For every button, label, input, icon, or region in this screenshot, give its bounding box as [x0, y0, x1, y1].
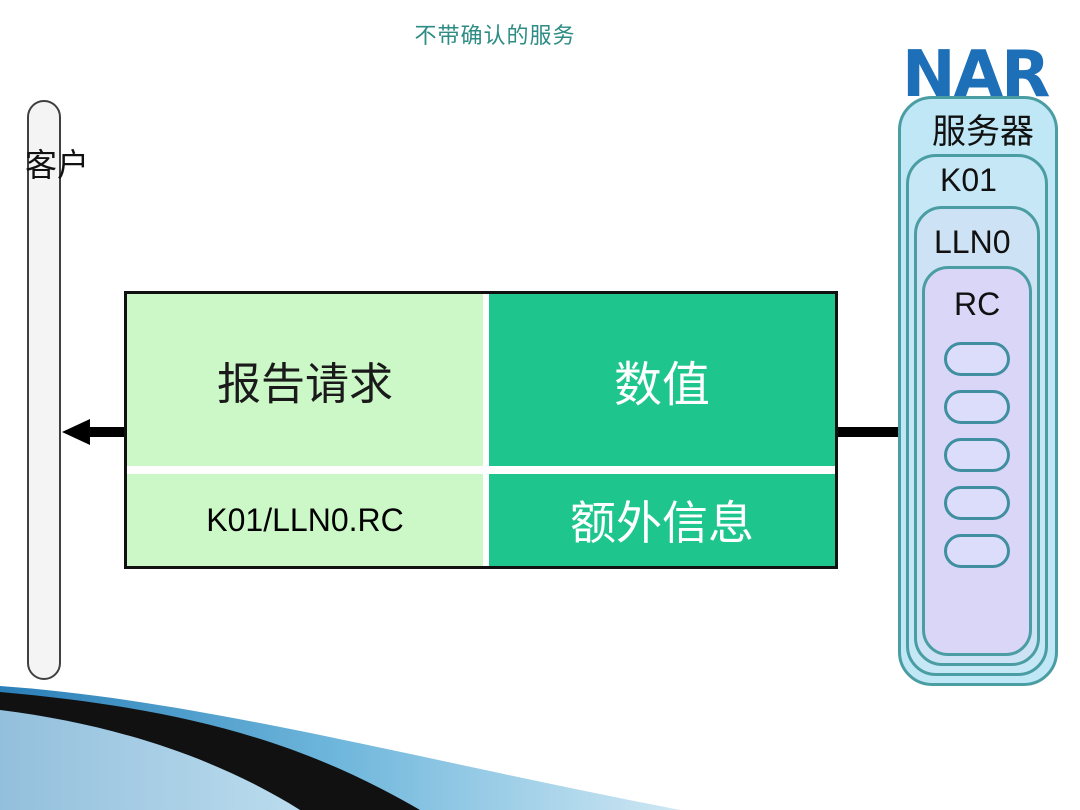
reference-cell: K01/LLN0.RC: [127, 474, 483, 566]
rc-data-slot: [944, 342, 1010, 376]
server-label: 服务器: [932, 112, 1034, 152]
rc-data-slot: [944, 390, 1010, 424]
decorative-swoosh: [0, 686, 680, 810]
extra-info-label: 额外信息: [570, 496, 754, 550]
report-request-label: 报告请求: [217, 359, 393, 410]
rc-data-slot: [944, 486, 1010, 520]
report-request-cell: 报告请求: [127, 294, 483, 466]
nari-logo: NARI: [902, 38, 1050, 104]
swoosh-black: [0, 692, 420, 810]
swoosh-light: [0, 710, 300, 810]
client-lifeline: [27, 100, 61, 680]
reference-label: K01/LLN0.RC: [206, 501, 404, 538]
rc-data-slot: [944, 534, 1010, 568]
arrow-shaft: [88, 427, 128, 437]
logo-text: NARI: [902, 38, 1050, 104]
value-label: 数值: [613, 357, 710, 413]
extra-info-cell: 额外信息: [489, 474, 835, 566]
server-connector-line: [836, 427, 928, 437]
rc-data-slot: [944, 438, 1010, 472]
slide-title: 不带确认的服务: [414, 24, 576, 49]
report-message-box: 报告请求 数值 K01/LLN0.RC 额外信息: [124, 291, 838, 569]
arrow-head-icon: [62, 419, 90, 445]
k01-label: K01: [940, 162, 997, 198]
rc-label: RC: [954, 286, 1001, 322]
value-cell: 数值: [489, 294, 835, 466]
client-label: 客户: [25, 146, 90, 184]
lln0-label: LLN0: [934, 224, 1011, 260]
